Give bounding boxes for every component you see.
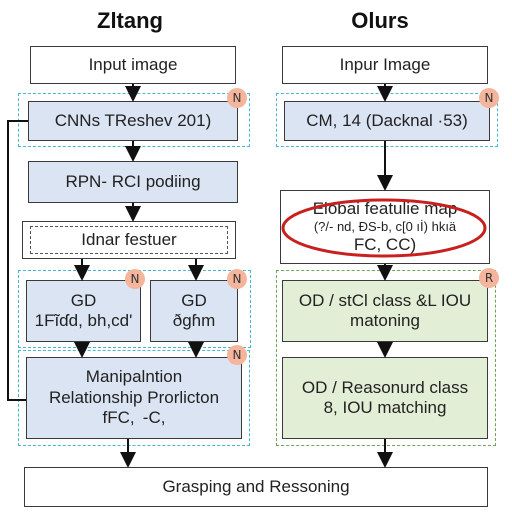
right-cnn-label: CM, 14 (Dacknal ·53) [306, 110, 468, 130]
badge-gd-b: N [227, 269, 247, 289]
od2-line1: OD / Reasonurd class [301, 377, 469, 397]
left-input-label: Input image [88, 54, 178, 74]
gd-b-title: GD [181, 290, 207, 310]
badge-right-od: R [479, 268, 499, 288]
right-title: Olurs [351, 8, 409, 33]
global-line3: FC, CC) [353, 234, 417, 254]
left-cnn-label: CNNs TReshev 201) [54, 110, 212, 130]
global-feature-box: Elobai featulie map (?/- nd, ĐS‑b, c[0 ı… [280, 190, 490, 264]
od1-line1: OD / stCl class &L IOU [298, 290, 472, 310]
left-input-box: Input image [30, 46, 236, 84]
badge-manip: N [227, 345, 247, 365]
feature-box: Idnar festuer [30, 226, 228, 254]
badge-right-cnn: N [479, 88, 499, 108]
right-input-box: Inpur Image [282, 46, 488, 84]
right-cnn-box: CM, 14 (Dacknal ·53) [284, 101, 490, 141]
od-box-1: OD / stCl class &L IOU matoning [282, 280, 488, 342]
gd-a-sub: 1Fĩɗd, bh,cd' [34, 311, 133, 330]
left-title: Zltang [97, 8, 163, 33]
bottom-label: Grasping and Ressoning [162, 476, 350, 496]
rpn-box: RPN- RCI podiing [28, 161, 238, 203]
rpn-label: RPN- RCI podiing [65, 171, 201, 191]
feature-label: Idnar festuer [81, 229, 177, 249]
gd-box-a: GD 1Fĩɗd, bh,cd' [26, 280, 141, 342]
manip-line2: Relationship Prorlicton [48, 387, 220, 407]
od-box-2: OD / Reasonurd class 8, IOU matching [282, 357, 488, 439]
od2-line2: 8, IOU matching [323, 398, 447, 417]
bottom-box: Grasping and Ressoning [24, 467, 488, 507]
od1-line2: matoning [350, 311, 420, 330]
skip-connector [7, 120, 28, 401]
gd-box-b: GD ðgɦm [150, 280, 238, 342]
gd-b-sub: ðgɦm [172, 311, 216, 330]
global-line2: (?/- nd, ĐS‑b, c[0 ıİ) hkıä [313, 219, 457, 235]
badge-left-cnn: N [227, 88, 247, 108]
gd-a-title: GD [70, 290, 97, 310]
manip-box: Manipalntion Relationship Prorlicton fFC… [26, 357, 242, 439]
badge-gd-a: N [125, 269, 145, 289]
manip-group-frame [18, 350, 250, 446]
right-input-label: Inpur Image [339, 54, 431, 74]
manip-line1: Manipalntion [85, 367, 183, 387]
manip-line3: fFC, -C, [102, 408, 166, 428]
global-line1: Elobai featulie map [312, 198, 458, 218]
highlight-ellipse [281, 198, 487, 258]
